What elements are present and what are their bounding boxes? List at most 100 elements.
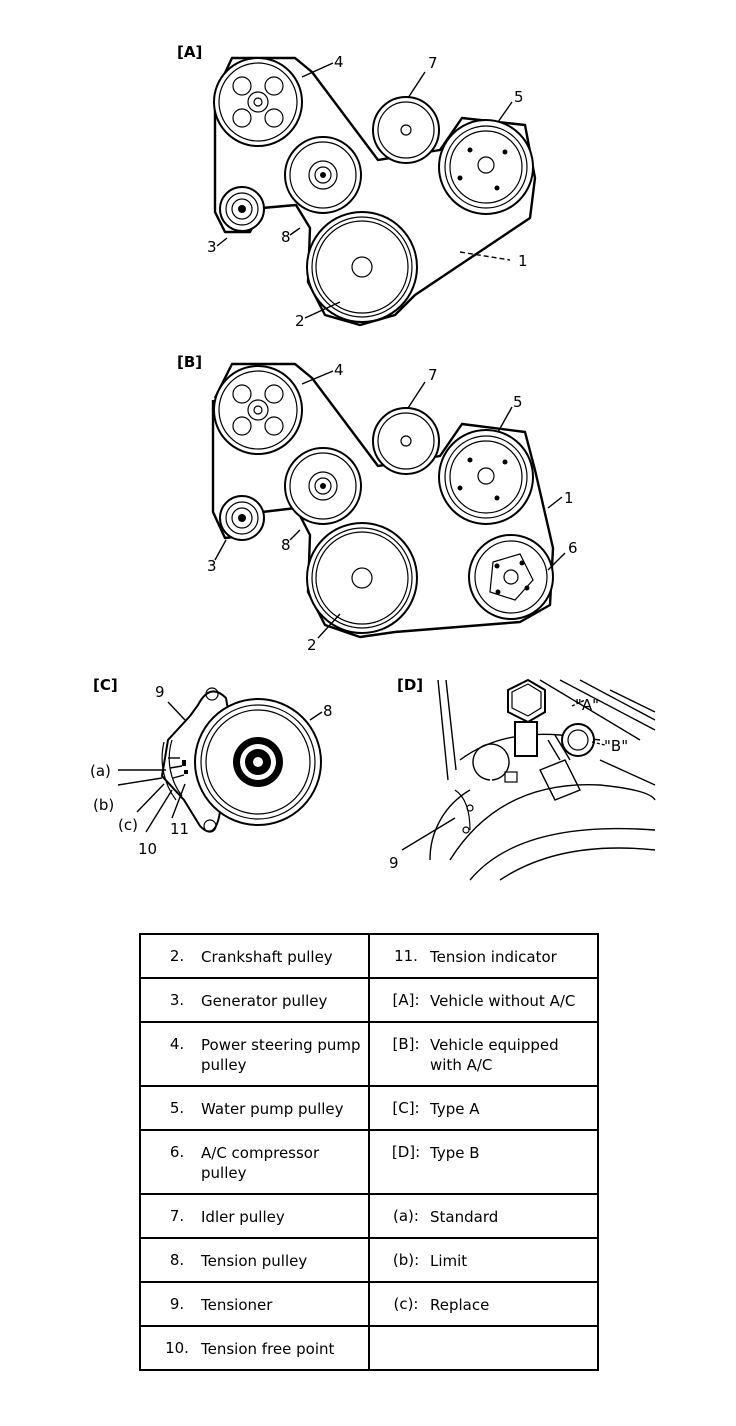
section-d-diagram: [D]	[389, 676, 656, 881]
section-b-power-steering-pulley	[213, 365, 303, 455]
legend-cell-right: (a): Standard	[368, 1193, 599, 1239]
legend-cell-left: 3. Generator pulley	[139, 977, 370, 1023]
legend-item-text: Type B	[430, 1144, 480, 1162]
section-b-diagram: [B]	[177, 353, 578, 654]
section-c-label-standard: (a)	[90, 762, 111, 780]
legend-item-text: Tension indicator	[430, 948, 557, 966]
legend-row: 3. Generator pulley [A]: Vehicle without A/…	[139, 977, 599, 1023]
legend-row: 2. Crankshaft pulley 11. Tension indicator	[139, 933, 599, 979]
legend-item-text: Water pump pulley	[201, 1100, 344, 1118]
section-a-callout-1: 1	[518, 252, 528, 270]
legend-cell-left: 9. Tensioner	[139, 1281, 370, 1327]
legend-item-number: 6.	[169, 1143, 185, 1161]
section-b-idler-pulley	[372, 407, 440, 475]
section-b-tension-pulley	[284, 447, 362, 525]
section-b-callout-1: 1	[564, 489, 574, 507]
legend-item-number: (a):	[393, 1207, 419, 1225]
section-b-water-pump-pulley	[438, 429, 534, 525]
section-a-tension-pulley	[284, 136, 362, 214]
section-d-callout-9: 9	[389, 854, 399, 872]
legend-item-text: Type A	[430, 1100, 480, 1118]
legend-item-text: Tension free point	[201, 1340, 335, 1358]
section-b-callout-5: 5	[513, 393, 523, 411]
legend-cell-left: 5. Water pump pulley	[139, 1085, 370, 1131]
legend-item-number: [A]:	[392, 991, 420, 1009]
section-a-label: [A]	[177, 43, 202, 61]
legend-cell-right	[368, 1325, 599, 1371]
legend-cell-right: [D]: Type B	[368, 1129, 599, 1195]
legend-cell-left: 10. Tension free point	[139, 1325, 370, 1371]
legend-cell-left: 4. Power steering pump pulley	[139, 1021, 370, 1087]
legend-item-text: Tension pulley	[201, 1252, 308, 1270]
legend-item-number: [B]:	[392, 1035, 420, 1053]
section-c-callout-10: 10	[138, 840, 157, 858]
section-a-callout-5: 5	[514, 88, 524, 106]
section-c-tension-indicator	[168, 757, 188, 779]
legend-item-text: Replace	[430, 1296, 490, 1314]
legend-cell-right: [C]: Type A	[368, 1085, 599, 1131]
legend-cell-left: 2. Crankshaft pulley	[139, 933, 370, 979]
section-d-mark-a: "A"	[575, 696, 599, 714]
legend-cell-right: (c): Replace	[368, 1281, 599, 1327]
legend-item-text: A/C compressor pulley	[201, 1144, 320, 1182]
section-a-water-pump-pulley	[438, 119, 534, 215]
section-b-ac-compressor-pulley	[468, 534, 554, 620]
legend-item-number: 2.	[169, 947, 185, 965]
section-a-callout-2: 2	[295, 312, 305, 330]
legend-table: 2. Crankshaft pulley 11. Tension indicator 3…	[139, 933, 599, 1371]
section-d-engine-detail	[429, 678, 656, 881]
section-b-generator-pulley	[219, 495, 265, 541]
legend-item-text: Generator pulley	[201, 992, 328, 1010]
legend-item-text: Standard	[430, 1208, 499, 1226]
legend-item-number: 11.	[394, 947, 418, 965]
legend-item-number: (c):	[393, 1295, 419, 1313]
legend-cell-left: 6. A/C compressor pulley	[139, 1129, 370, 1195]
section-a-diagram: [A]	[177, 43, 537, 330]
section-a-callout-3: 3	[207, 238, 217, 256]
belt-routing-diagram: [A]	[90, 43, 656, 881]
section-b-label: [B]	[177, 353, 202, 371]
section-b-callout-2: 2	[307, 636, 317, 654]
legend-item-number: 7.	[169, 1207, 185, 1225]
section-b-callout-8: 8	[281, 536, 291, 554]
section-b-callout-4: 4	[334, 361, 344, 379]
section-d-label: [D]	[397, 676, 423, 694]
section-b-callout-6: 6	[568, 539, 578, 557]
section-c-callout-9: 9	[155, 683, 165, 701]
legend-item-text: Vehicle without A/C	[430, 992, 576, 1010]
section-c-label: [C]	[93, 676, 118, 694]
section-a-callout-4: 4	[334, 53, 344, 71]
legend-cell-right: [B]: Vehicle equipped with A/C	[368, 1021, 599, 1087]
legend-item-number: 3.	[169, 991, 185, 1009]
section-b-crankshaft-pulley	[306, 522, 418, 634]
legend-cell-left: 8. Tension pulley	[139, 1237, 370, 1283]
section-c-callout-8: 8	[323, 702, 333, 720]
legend-item-text: Power steering pump pulley	[201, 1036, 361, 1074]
section-b-callout-3: 3	[207, 557, 217, 575]
legend-row: 5. Water pump pulley [C]: Type A	[139, 1085, 599, 1131]
section-a-generator-pulley	[219, 186, 265, 232]
legend-cell-right: 11. Tension indicator	[368, 933, 599, 979]
legend-cell-right: (b): Limit	[368, 1237, 599, 1283]
legend-item-text: Crankshaft pulley	[201, 948, 333, 966]
legend-item-number: 8.	[169, 1251, 185, 1269]
section-a-callout-8: 8	[281, 228, 291, 246]
legend-item-text: Limit	[430, 1252, 468, 1270]
legend-item-number: 4.	[169, 1035, 185, 1053]
legend-row: 10. Tension free point	[139, 1325, 599, 1371]
legend-item-number: 9.	[169, 1295, 185, 1313]
section-c-label-limit: (b)	[93, 796, 114, 814]
section-c-label-replace: (c)	[118, 816, 138, 834]
legend-item-number: 10.	[165, 1339, 189, 1357]
section-d-mark-b: "B"	[604, 737, 628, 755]
legend-item-number: [D]:	[391, 1143, 421, 1161]
section-b-callout-7: 7	[428, 366, 438, 384]
legend-item-text: Vehicle equipped with A/C	[430, 1036, 559, 1074]
legend-item-number: (b):	[392, 1251, 420, 1269]
legend-row: 6. A/C compressor pulley [D]: Type B	[139, 1129, 599, 1195]
legend-row: 9. Tensioner (c): Replace	[139, 1281, 599, 1327]
legend-item-number: [C]:	[392, 1099, 420, 1117]
legend-item-text: Tensioner	[201, 1296, 273, 1314]
legend-item-text: Idler pulley	[201, 1208, 285, 1226]
legend-item-number: 5.	[169, 1099, 185, 1117]
